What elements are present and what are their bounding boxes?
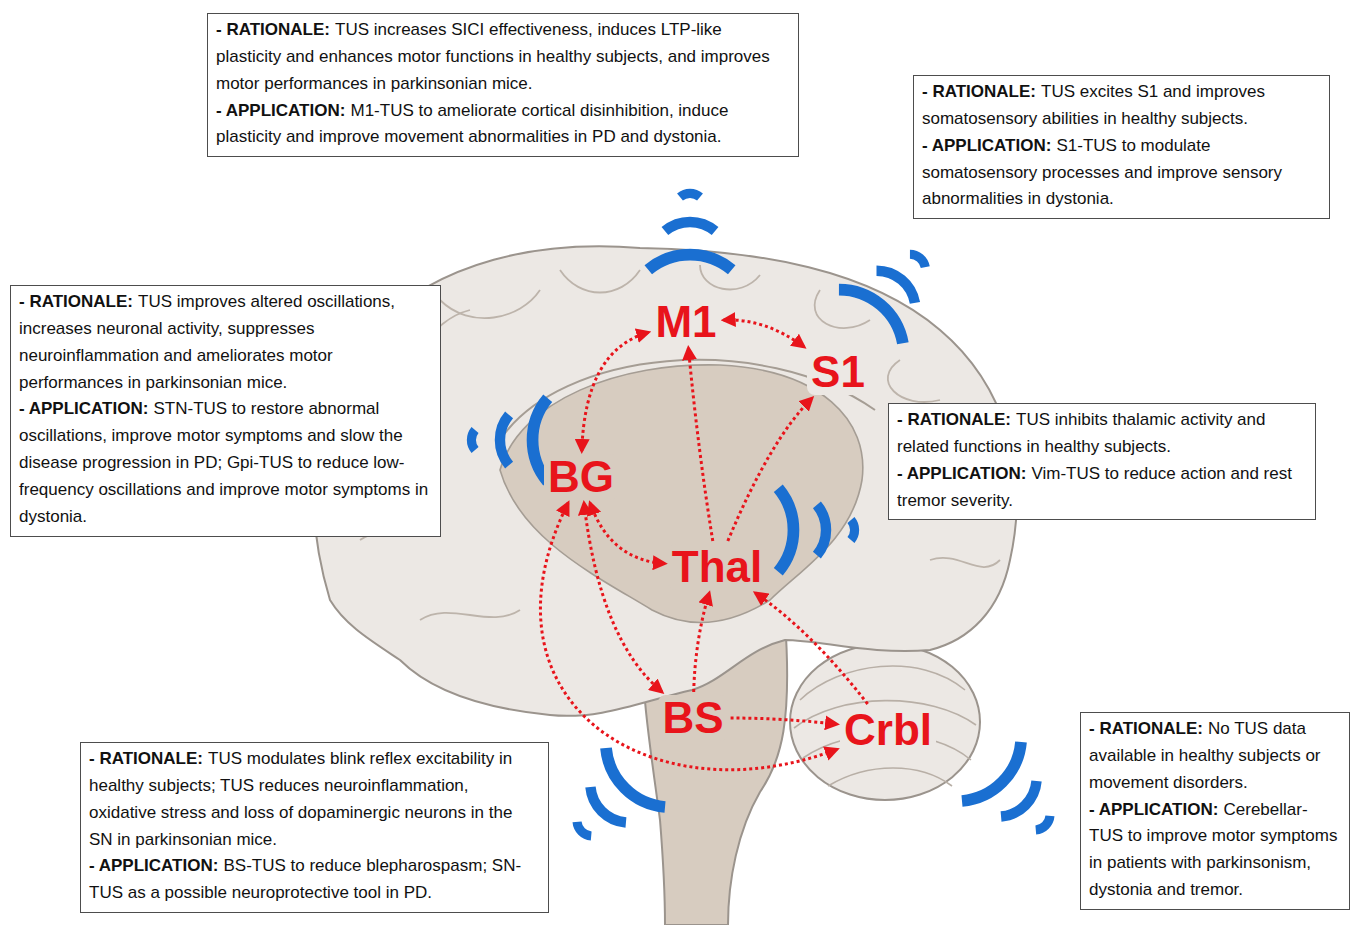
text-box: - RATIONALE:TUS improves altered oscilla… <box>10 285 441 537</box>
text-paragraph: - RATIONALE:No TUS data available in hea… <box>1089 716 1341 797</box>
ultrasound-icon <box>962 742 1075 855</box>
dotted-connector <box>590 503 665 564</box>
region-label: M1 <box>651 299 720 345</box>
text-box: - RATIONALE:TUS modulates blink reflex e… <box>80 742 549 913</box>
ultrasound-icons <box>471 193 1075 861</box>
text-paragraph: - RATIONALE:TUS inhibits thalamic activi… <box>897 407 1307 461</box>
region-name: S1 <box>811 347 865 396</box>
dotted-connector <box>731 718 837 724</box>
cerebellum-folia <box>794 666 976 786</box>
region-name: M1 <box>655 297 716 346</box>
ultrasound-icon <box>839 231 952 343</box>
text-paragraph: - RATIONALE:TUS excites S1 and improves … <box>922 79 1321 133</box>
text-paragraph: - APPLICATION:M1-TUS to ameliorate corti… <box>216 98 790 152</box>
dotted-connector <box>694 593 710 692</box>
region-label: BG <box>544 454 618 500</box>
section-heading: - RATIONALE: <box>19 292 133 311</box>
dotted-connector <box>688 348 712 541</box>
text-paragraph: - APPLICATION:STN-TUS to restore abnorma… <box>19 396 432 530</box>
section-heading: - APPLICATION: <box>89 856 218 875</box>
deep-structures <box>500 365 863 623</box>
text-paragraph: - APPLICATION:S1-TUS to modulate somatos… <box>922 133 1321 214</box>
text-paragraph: - APPLICATION:Cerebellar-TUS to improve … <box>1089 797 1341 904</box>
text-paragraph: - RATIONALE:TUS modulates blink reflex e… <box>89 746 540 853</box>
cerebellum-shape <box>790 644 980 800</box>
section-heading: - APPLICATION: <box>1089 800 1218 819</box>
ultrasound-icon <box>648 193 731 269</box>
dotted-connector <box>582 332 649 451</box>
dotted-connector <box>584 503 662 692</box>
dotted-connector <box>728 398 812 541</box>
dotted-connector <box>724 320 805 347</box>
section-heading: - RATIONALE: <box>216 20 330 39</box>
region-name: BG <box>548 452 614 501</box>
text-paragraph: - RATIONALE:TUS improves altered oscilla… <box>19 289 432 396</box>
section-heading: - APPLICATION: <box>897 464 1026 483</box>
text-box: - RATIONALE:TUS increases SICI effective… <box>207 13 799 157</box>
section-heading: - RATIONALE: <box>1089 719 1203 738</box>
region-label: Thal <box>668 544 766 590</box>
section-heading: - RATIONALE: <box>922 82 1036 101</box>
region-name: Thal <box>672 542 762 591</box>
section-heading: - RATIONALE: <box>897 410 1011 429</box>
region-label: Crbl <box>840 707 936 753</box>
section-heading: - APPLICATION: <box>922 136 1051 155</box>
section-body: STN-TUS to restore abnormal oscillations… <box>19 399 428 525</box>
region-name: Crbl <box>844 705 932 754</box>
ultrasound-icon <box>552 748 665 861</box>
text-box: - RATIONALE:TUS inhibits thalamic activi… <box>888 403 1316 520</box>
text-box: - RATIONALE:TUS excites S1 and improves … <box>913 75 1330 219</box>
text-paragraph: - APPLICATION:BS-TUS to reduce blepharos… <box>89 853 540 907</box>
text-paragraph: - APPLICATION:Vim-TUS to reduce action a… <box>897 461 1307 515</box>
ultrasound-icon <box>471 398 547 481</box>
text-paragraph: - RATIONALE:TUS increases SICI effective… <box>216 17 790 98</box>
dotted-connector <box>540 503 837 770</box>
region-label: BS <box>658 695 727 741</box>
dotted-connector <box>755 593 867 704</box>
region-name: BS <box>662 693 723 742</box>
section-heading: - APPLICATION: <box>19 399 148 418</box>
section-heading: - APPLICATION: <box>216 101 345 120</box>
section-heading: - RATIONALE: <box>89 749 203 768</box>
region-label: S1 <box>807 349 869 395</box>
text-box: - RATIONALE:No TUS data available in hea… <box>1080 712 1350 910</box>
ultrasound-icon <box>778 488 854 571</box>
